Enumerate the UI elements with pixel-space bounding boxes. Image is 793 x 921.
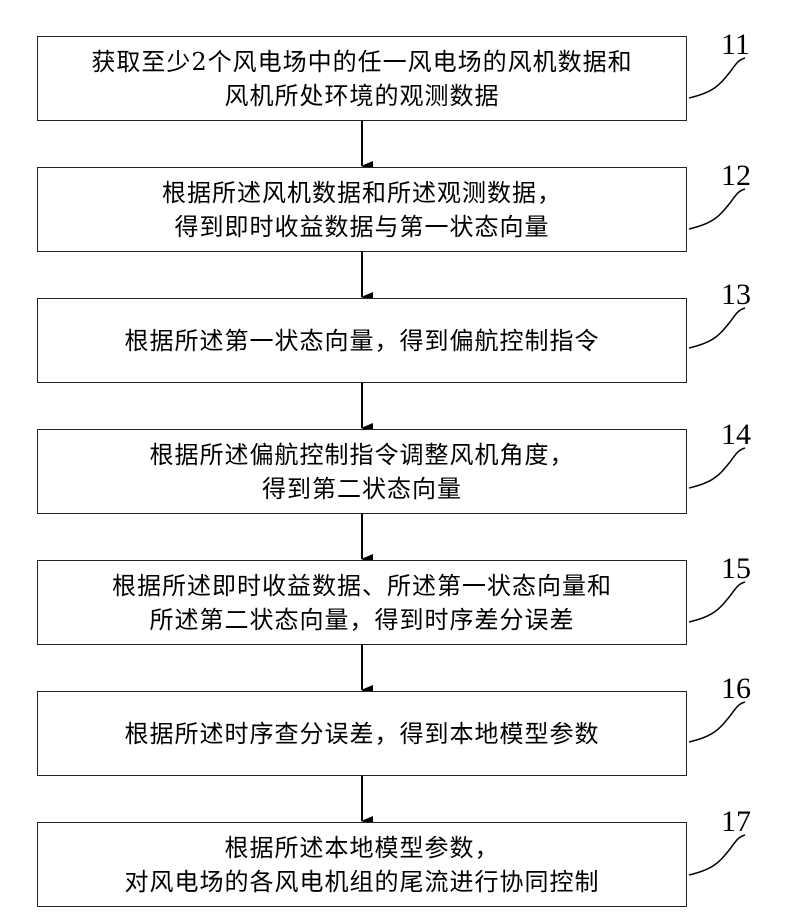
step-number-16: 16 bbox=[721, 674, 751, 704]
step-box-13: 根据所述第一状态向量，得到偏航控制指令 bbox=[37, 298, 687, 383]
step-12-line-1: 根据所述风机数据和所述观测数据， bbox=[162, 176, 562, 210]
step-14-line-2: 得到第二状态向量 bbox=[262, 472, 462, 506]
step-box-17: 根据所述本地模型参数， 对风电场的各风电机组的尾流进行协同控制 bbox=[37, 822, 687, 907]
step-box-11: 获取至少2个风电场中的任一风电场的风机数据和 风机所处环境的观测数据 bbox=[37, 36, 687, 121]
step-number-15: 15 bbox=[721, 554, 751, 584]
step-14-line-1: 根据所述偏航控制指令调整风机角度， bbox=[150, 438, 575, 472]
step-number-17: 17 bbox=[721, 807, 751, 837]
step-box-16: 根据所述时序查分误差，得到本地模型参数 bbox=[37, 691, 687, 776]
step-11-line-2: 风机所处环境的观测数据 bbox=[225, 79, 500, 113]
step-12-line-2: 得到即时收益数据与第一状态向量 bbox=[175, 210, 550, 244]
leader-15 bbox=[689, 582, 745, 622]
step-box-14: 根据所述偏航控制指令调整风机角度， 得到第二状态向量 bbox=[37, 429, 687, 514]
step-number-14: 14 bbox=[721, 420, 751, 450]
step-16-line-1: 根据所述时序查分误差，得到本地模型参数 bbox=[125, 717, 600, 751]
step-15-line-1: 根据所述即时收益数据、所述第一状态向量和 bbox=[112, 569, 612, 603]
step-box-12: 根据所述风机数据和所述观测数据， 得到即时收益数据与第一状态向量 bbox=[37, 167, 687, 252]
step-number-11: 11 bbox=[721, 30, 750, 60]
step-17-line-2: 对风电场的各风电机组的尾流进行协同控制 bbox=[125, 865, 600, 899]
leader-11 bbox=[689, 58, 745, 98]
leader-12 bbox=[689, 189, 745, 229]
step-number-13: 13 bbox=[721, 280, 751, 310]
leader-14 bbox=[689, 448, 745, 488]
leader-17 bbox=[689, 835, 745, 875]
step-number-12: 12 bbox=[721, 161, 751, 191]
step-11-line-1: 获取至少2个风电场中的任一风电场的风机数据和 bbox=[91, 45, 632, 79]
step-box-15: 根据所述即时收益数据、所述第一状态向量和 所述第二状态向量，得到时序差分误差 bbox=[37, 560, 687, 645]
leader-16 bbox=[689, 702, 745, 742]
step-15-line-2: 所述第二状态向量，得到时序差分误差 bbox=[150, 603, 575, 637]
step-17-line-1: 根据所述本地模型参数， bbox=[225, 831, 500, 865]
step-13-line-1: 根据所述第一状态向量，得到偏航控制指令 bbox=[125, 324, 600, 358]
leader-13 bbox=[689, 308, 745, 348]
